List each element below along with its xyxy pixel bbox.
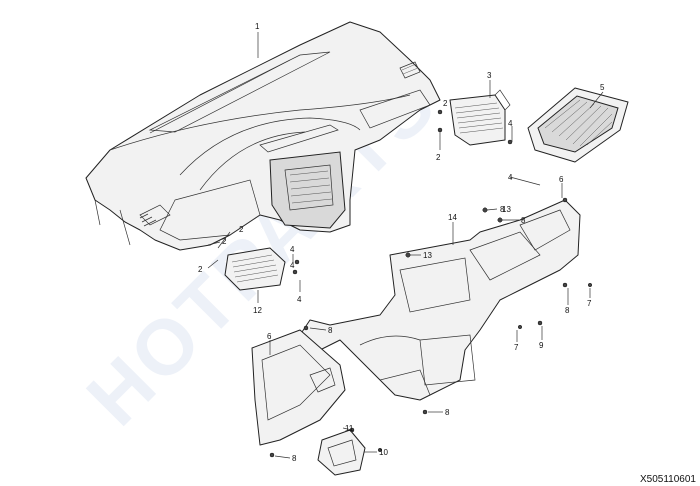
callout-1: 1 (255, 22, 260, 31)
callout-10: 10 (379, 448, 388, 457)
callout-6b: 6 (267, 332, 272, 341)
callout-8e: 8 (292, 454, 297, 463)
callout-2e: 2 (443, 99, 448, 108)
top-grille-panel (527, 87, 629, 163)
callout-7a: 7 (514, 343, 519, 352)
callout-7b: 7 (587, 299, 592, 308)
callout-8a: 8 (328, 326, 333, 335)
lower-bracket (317, 429, 366, 476)
callout-4b: 4 (508, 173, 513, 182)
callout-2c: 2 (222, 237, 227, 246)
callout-4e: 4 (290, 261, 295, 270)
side-air-vent (224, 247, 286, 291)
callout-3: 3 (487, 71, 492, 80)
callout-4a: 4 (508, 119, 513, 128)
callout-labels: 1 2 2 2 2 2 3 4 4 4 4 4 5 6 6 7 7 8 8 8 … (198, 22, 605, 463)
callout-8f: 8 (500, 205, 505, 214)
callout-6a: 6 (559, 175, 564, 184)
callout-4c: 4 (290, 245, 295, 254)
callout-2a: 2 (436, 153, 441, 162)
callout-8c: 8 (565, 306, 570, 315)
instrument-panel-upper (85, 21, 441, 251)
center-air-vent (449, 89, 511, 146)
callout-12: 12 (253, 306, 262, 315)
callout-14: 14 (448, 213, 457, 222)
callout-13a: 13 (502, 205, 511, 214)
callout-4d: 4 (297, 295, 302, 304)
callout-8b: 8 (521, 216, 526, 225)
callout-2b: 2 (239, 225, 244, 234)
callout-13b: 13 (423, 251, 432, 260)
drawing-reference-code: X505110601 (640, 474, 696, 485)
left-side-bracket (251, 329, 346, 446)
callout-5: 5 (600, 83, 605, 92)
cross-car-beam (299, 199, 581, 401)
callout-8d: 8 (445, 408, 450, 417)
callout-2d: 2 (198, 265, 203, 274)
callout-11: 11 (345, 424, 354, 433)
callout-9: 9 (539, 341, 544, 350)
leader-lines (207, 32, 604, 459)
